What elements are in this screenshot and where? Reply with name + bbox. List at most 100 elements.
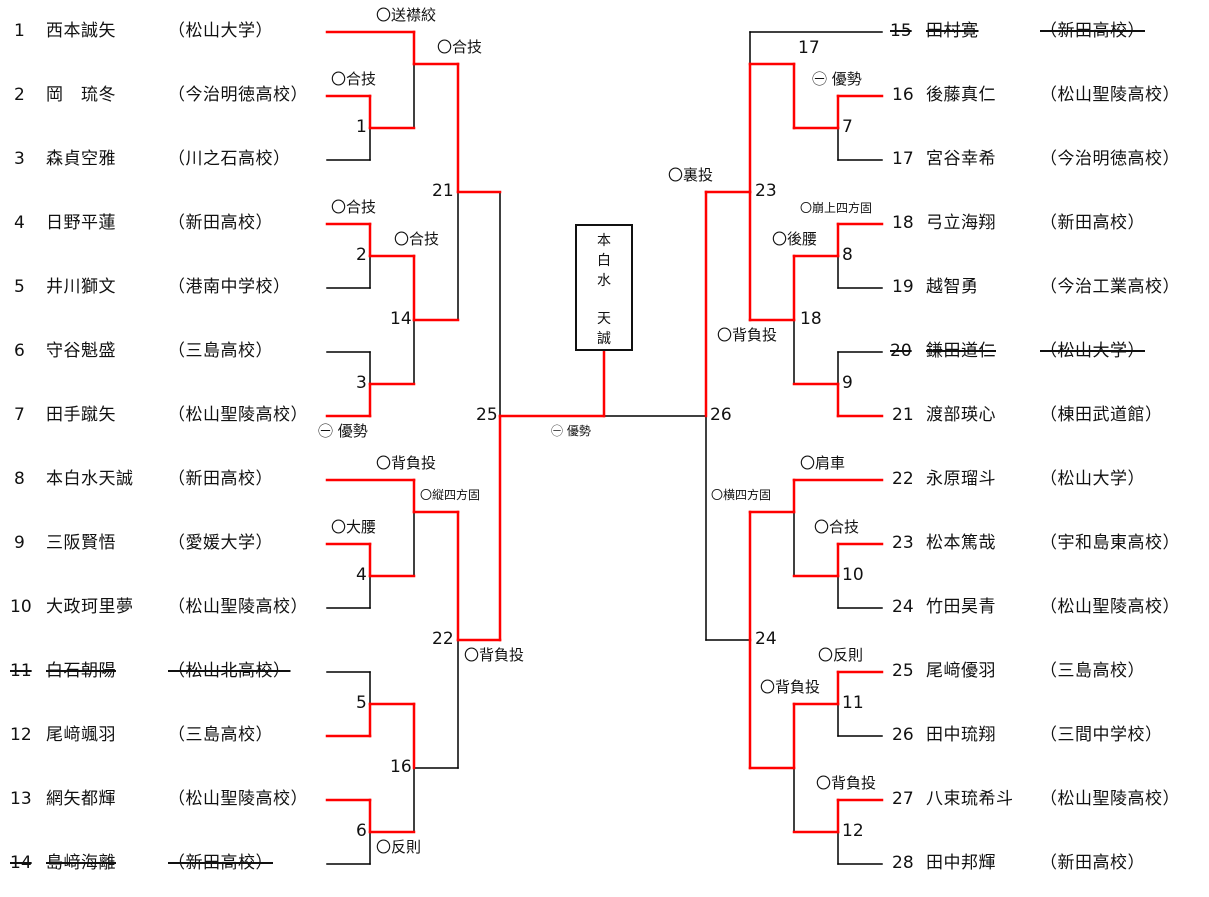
entry-number: 26 bbox=[892, 725, 914, 745]
entry-number: 8 bbox=[14, 469, 25, 489]
entry-number: 15 bbox=[890, 21, 912, 41]
entry-number: 16 bbox=[892, 85, 914, 105]
entry-team: （新田高校） bbox=[1040, 213, 1145, 233]
entry-name: 井川獅文 bbox=[46, 277, 116, 297]
match-result: 〇送襟絞 bbox=[376, 6, 437, 24]
entry-team: （松山聖陵高校） bbox=[168, 597, 308, 617]
match-number: 17 bbox=[798, 38, 820, 58]
match-number: 1 bbox=[356, 117, 367, 137]
entry-name: 大政珂里夢 bbox=[46, 597, 134, 617]
entry-team: （松山聖陵高校） bbox=[1040, 597, 1180, 617]
entry-name: 弓立海翔 bbox=[926, 213, 996, 233]
match-number: 7 bbox=[842, 117, 853, 137]
entry-number: 14 bbox=[10, 853, 32, 873]
entry-number: 5 bbox=[14, 277, 25, 297]
entry-team: （新田高校） bbox=[168, 853, 273, 873]
champion-name-char: 本 bbox=[597, 233, 611, 249]
match-number: 21 bbox=[432, 181, 454, 201]
champion-name-char: 誠 bbox=[597, 331, 611, 347]
match-result: 〇肩車 bbox=[800, 454, 846, 472]
match-number: 5 bbox=[356, 693, 367, 713]
match-result: 〇反則 bbox=[376, 838, 422, 856]
match-result: 〇合技 bbox=[331, 70, 377, 88]
entry-number: 13 bbox=[10, 789, 32, 809]
entry-team: （松山大学） bbox=[168, 21, 273, 41]
match-number: 23 bbox=[755, 181, 777, 201]
entry-number: 7 bbox=[14, 405, 25, 425]
entry-name: 本白水天誠 bbox=[46, 469, 134, 489]
entry-team: （松山大学） bbox=[1040, 341, 1145, 361]
match-number: 25 bbox=[476, 405, 498, 425]
match-result: 〇合技 bbox=[814, 518, 860, 536]
match-result: 〇崩上四方固 bbox=[800, 201, 873, 215]
match-number: 24 bbox=[755, 629, 777, 649]
entry-number: 17 bbox=[892, 149, 914, 169]
entry-number: 3 bbox=[14, 149, 25, 169]
match-number: 2 bbox=[356, 245, 367, 265]
entry-number: 10 bbox=[10, 597, 32, 617]
match-number: 26 bbox=[710, 405, 732, 425]
entry-number: 12 bbox=[10, 725, 32, 745]
entry-name: 島﨑海離 bbox=[46, 853, 116, 873]
entry-team: （新田高校） bbox=[1040, 853, 1145, 873]
entry-number: 28 bbox=[892, 853, 914, 873]
entry-team: （新田高校） bbox=[1040, 21, 1145, 41]
match-result: 〇裏投 bbox=[668, 166, 714, 184]
entry-name: 日野平蓮 bbox=[46, 213, 116, 233]
entry-name: 田中邦輝 bbox=[926, 853, 996, 873]
entry-number: 19 bbox=[892, 277, 914, 297]
match-result: 〇背負投 bbox=[464, 646, 525, 664]
entry-number: 18 bbox=[892, 213, 914, 233]
match-result: 〇横四方固 bbox=[711, 488, 772, 502]
match-number: 3 bbox=[356, 373, 367, 393]
entry-team: （松山大学） bbox=[1040, 469, 1145, 489]
entry-team: （三島高校） bbox=[168, 725, 273, 745]
match-number: 10 bbox=[842, 565, 864, 585]
entry-number: 20 bbox=[890, 341, 912, 361]
match-result: 〇背負投 bbox=[717, 326, 778, 344]
match-result: 〇合技 bbox=[394, 230, 440, 248]
champion-name-char: 水 bbox=[597, 273, 611, 289]
entry-number: 21 bbox=[892, 405, 914, 425]
match-result: 〇合技 bbox=[331, 198, 377, 216]
entry-name: 尾﨑颯羽 bbox=[46, 725, 116, 745]
match-number: 4 bbox=[356, 565, 367, 585]
match-result: 〇大腰 bbox=[331, 518, 377, 536]
match-result: 〇合技 bbox=[437, 38, 483, 56]
match-result: 〇縦四方固 bbox=[420, 488, 481, 502]
match-number: 11 bbox=[842, 693, 864, 713]
match-number: 14 bbox=[390, 309, 412, 329]
entry-team: （三間中学校） bbox=[1040, 725, 1163, 745]
match-result: 〇背負投 bbox=[760, 678, 821, 696]
match-number: 16 bbox=[390, 757, 412, 777]
match-number: 6 bbox=[356, 821, 367, 841]
entry-name: 松本篤哉 bbox=[926, 533, 996, 553]
entry-number: 23 bbox=[892, 533, 914, 553]
entry-number: 1 bbox=[14, 21, 25, 41]
entry-team: （川之石高校） bbox=[168, 149, 291, 169]
entry-name: 守谷魁盛 bbox=[46, 341, 116, 361]
entry-name: 後藤真仁 bbox=[926, 85, 996, 105]
entry-team: （松山北高校） bbox=[168, 661, 291, 681]
entry-name: 渡部瑛心 bbox=[926, 405, 996, 425]
match-result: ㊀ 優勢 bbox=[812, 70, 862, 88]
match-result: 〇後腰 bbox=[772, 230, 818, 248]
entry-name: 網矢都輝 bbox=[46, 789, 116, 809]
entry-name: 田中琉翔 bbox=[926, 725, 996, 745]
entry-name: 永原瑠斗 bbox=[926, 469, 996, 489]
entry-team: （三島高校） bbox=[1040, 661, 1145, 681]
match-number: 12 bbox=[842, 821, 864, 841]
entry-number: 22 bbox=[892, 469, 914, 489]
entry-name: 三阪賢悟 bbox=[46, 533, 116, 553]
entry-team: （港南中学校） bbox=[168, 277, 291, 297]
entry-number: 9 bbox=[14, 533, 25, 553]
entry-team: （今治工業高校） bbox=[1040, 277, 1180, 297]
entry-name: 鎌田道仁 bbox=[926, 341, 996, 361]
match-result: 〇背負投 bbox=[816, 774, 877, 792]
entry-name: 西本誠矢 bbox=[46, 21, 116, 41]
entry-team: （今治明徳高校） bbox=[1040, 149, 1180, 169]
entry-name: 竹田昊青 bbox=[926, 597, 996, 617]
entry-team: （新田高校） bbox=[168, 213, 273, 233]
entry-team: （松山聖陵高校） bbox=[168, 789, 308, 809]
